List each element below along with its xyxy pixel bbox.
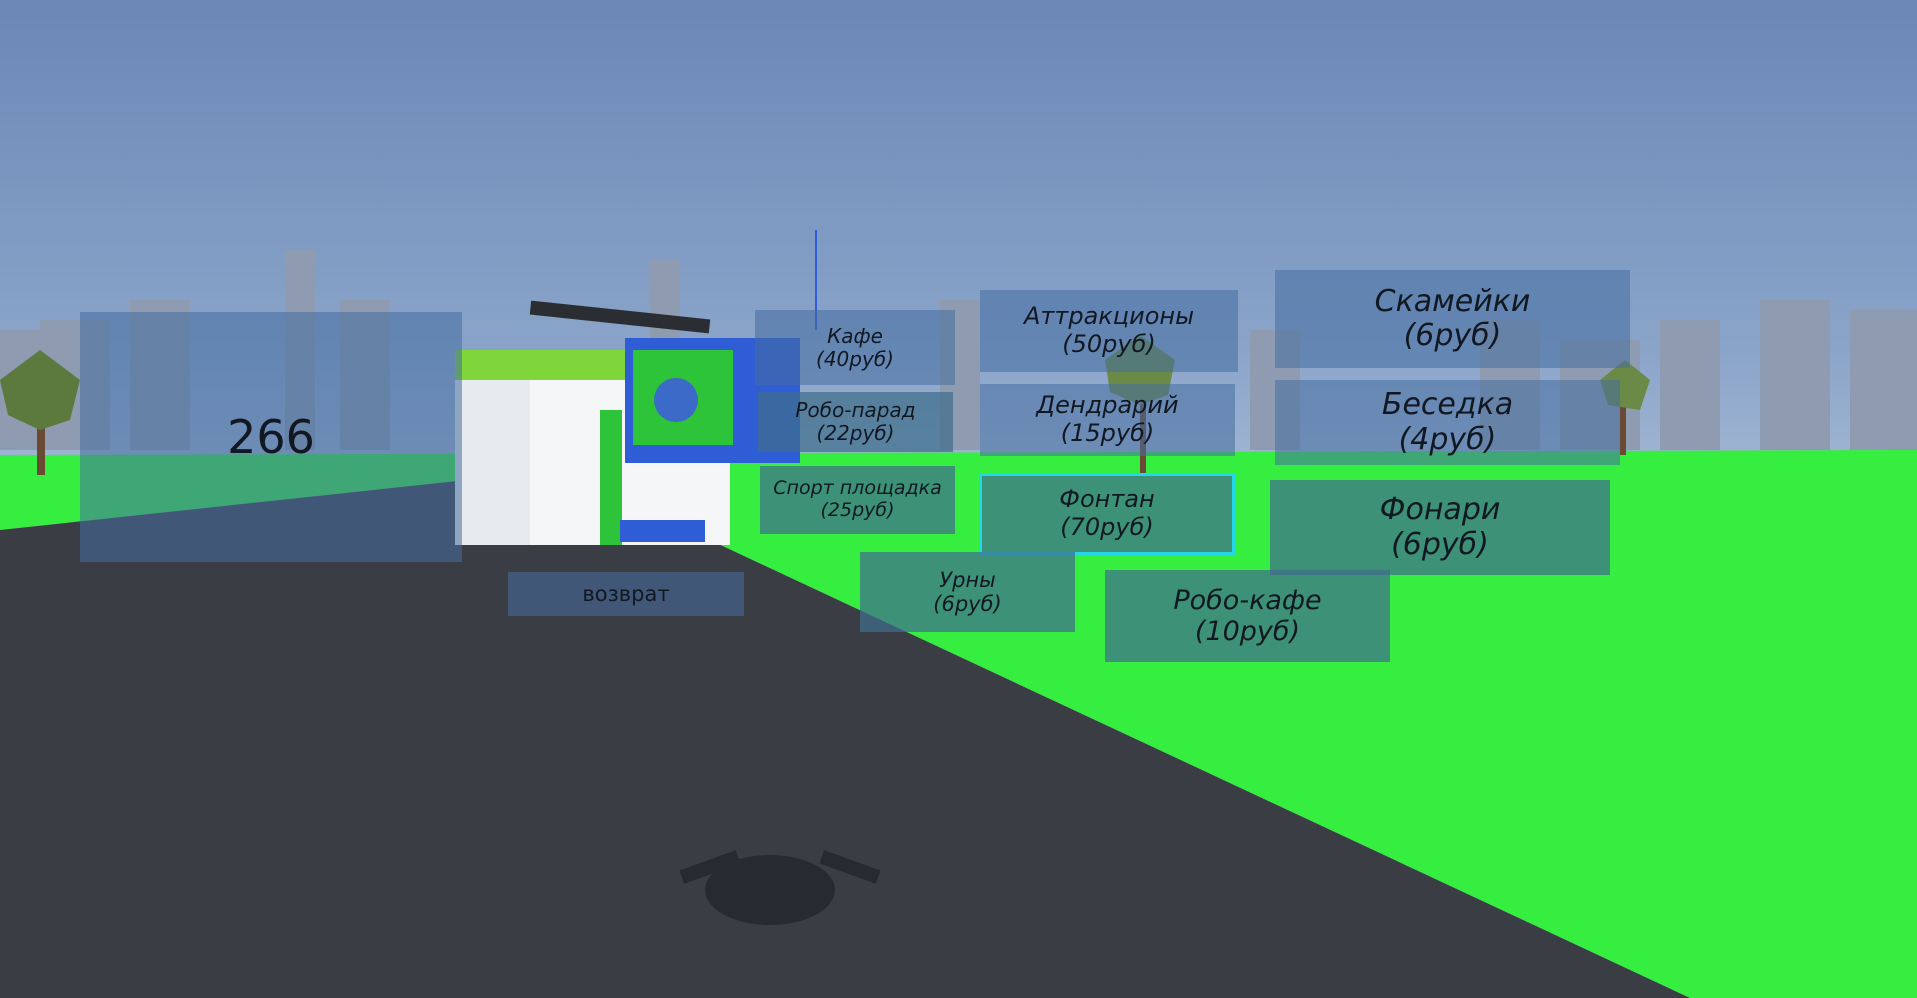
score-value: 266 (227, 409, 315, 464)
menu-item-robo-cafe[interactable]: Робо-кафе (10руб) (1105, 570, 1390, 662)
menu-item-gazebo[interactable]: Беседка (4руб) (1275, 380, 1620, 465)
menu-item-name: Фонари (1379, 492, 1501, 527)
menu-item-dendrarium[interactable]: Дендрарий (15руб) (980, 384, 1235, 456)
menu-item-trash-bins[interactable]: Урны (6руб) (860, 552, 1075, 632)
menu-item-name: Дендрарий (1036, 391, 1179, 420)
menu-item-price: (15руб) (1060, 419, 1155, 447)
menu-item-name: Скамейки (1374, 283, 1531, 319)
menu-item-sports-ground[interactable]: Спорт площадка (25руб) (760, 466, 955, 534)
menu-item-price: (70руб) (1060, 513, 1154, 541)
menu-item-name: Робо-кафе (1173, 584, 1322, 616)
menu-item-price: (6руб) (1391, 526, 1489, 562)
menu-item-price: (50руб) (1062, 330, 1156, 358)
menu-item-robo-parade[interactable]: Робо-парад (22руб) (758, 392, 953, 452)
back-button[interactable]: возврат (508, 572, 744, 616)
menu-item-fountain[interactable]: Фонтан (70руб) (979, 473, 1235, 555)
menu-item-name: Кафе (827, 323, 883, 348)
menu-item-price: (4руб) (1398, 421, 1497, 457)
menu-item-price: (40руб) (816, 346, 894, 371)
road (0, 470, 1690, 998)
back-button-label: возврат (582, 581, 670, 606)
menu-item-price: (22руб) (816, 421, 895, 445)
menu-item-lanterns[interactable]: Фонари (6руб) (1270, 480, 1610, 575)
score-panel: 266 (80, 312, 462, 562)
menu-item-price: (25руб) (820, 499, 895, 521)
menu-item-name: Беседка (1381, 387, 1514, 422)
grass-field (0, 450, 1917, 998)
menu-item-attractions[interactable]: Аттракционы (50руб) (980, 290, 1238, 372)
menu-item-price: (6руб) (933, 592, 1002, 616)
drone (529, 230, 817, 545)
drone-shadow (679, 850, 881, 925)
menu-item-benches[interactable]: Скамейки (6руб) (1275, 270, 1630, 368)
menu-item-name: Урны (939, 567, 996, 592)
menu-item-name: Аттракционы (1023, 302, 1195, 331)
menu-item-name: Спорт площадка (773, 477, 942, 500)
menu-item-name: Фонтан (1059, 485, 1155, 514)
menu-item-cafe[interactable]: Кафе (40руб) (755, 310, 955, 385)
menu-item-price: (10руб) (1194, 616, 1301, 647)
menu-item-name: Робо-парад (795, 398, 916, 422)
menu-item-price: (6руб) (1403, 318, 1502, 353)
